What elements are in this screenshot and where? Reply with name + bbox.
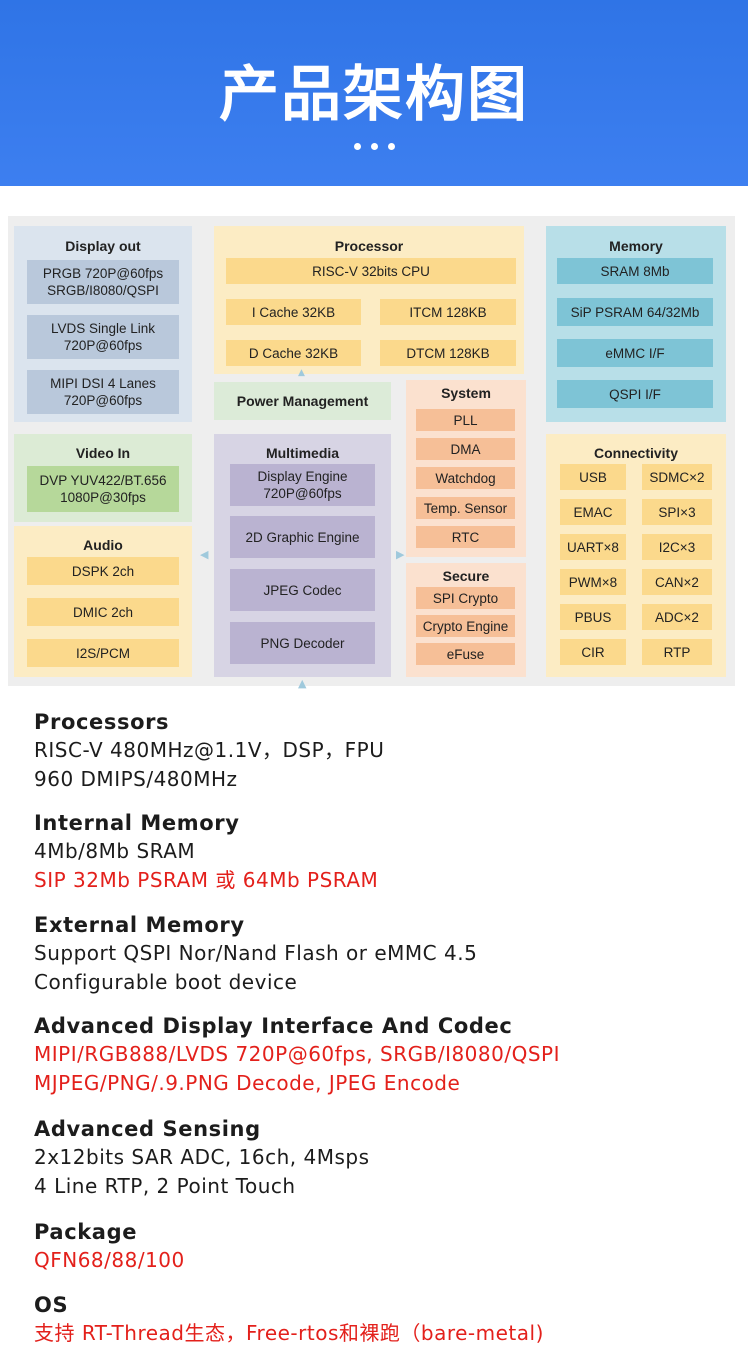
audio-item: I2S/PCM	[27, 639, 179, 667]
video-in-item: DVP YUV422/BT.656 1080P@30fps	[27, 466, 179, 512]
secure-item: SPI Crypto	[416, 587, 515, 609]
spec-line: Configurable boot device	[34, 970, 298, 994]
spec-section-internal-memory: Internal Memory 4Mb/8Mb SRAM SIP 32Mb PS…	[34, 809, 734, 895]
connectivity-item: RTP	[642, 639, 712, 665]
system-item: Watchdog	[416, 467, 515, 489]
connectivity-title: Connectivity	[593, 445, 678, 461]
connectivity-block: Connectivity USB SDMC×2 EMAC SPI×3 UART×…	[546, 434, 726, 677]
itcm-box: ITCM 128KB	[380, 299, 516, 325]
audio-title: Audio	[83, 537, 123, 553]
memory-item: QSPI I/F	[557, 380, 713, 408]
connectivity-item: SPI×3	[642, 499, 712, 525]
memory-item: eMMC I/F	[557, 339, 713, 367]
bus-arrow-icon: ▲	[298, 677, 307, 690]
memory-block: Memory SRAM 8Mb SiP PSRAM 64/32Mb eMMC I…	[546, 226, 726, 422]
video-in-block: Video In DVP YUV422/BT.656 1080P@30fps	[14, 434, 192, 522]
spec-section-external-memory: External Memory Support QSPI Nor/Nand Fl…	[34, 911, 734, 997]
system-item: Temp. Sensor	[416, 497, 515, 519]
spec-line: Support QSPI Nor/Nand Flash or eMMC 4.5	[34, 941, 478, 965]
spec-line: 4Mb/8Mb SRAM	[34, 839, 196, 863]
connectivity-item: CAN×2	[642, 569, 712, 595]
spec-line-highlight: 支持 RT-Thread生态，Free-rtos和裸跑（bare-metal)	[34, 1321, 544, 1345]
spec-section-processors: Processors RISC-V 480MHz@1.1V，DSP，FPU 96…	[34, 708, 734, 794]
display-out-block: Display out PRGB 720P@60fps SRGB/I8080/Q…	[14, 226, 192, 422]
power-management-block: Power Management	[214, 382, 391, 420]
audio-item: DSPK 2ch	[27, 557, 179, 585]
spec-heading: Internal Memory	[34, 811, 240, 835]
spec-line-highlight: MIPI/RGB888/LVDS 720P@60fps, SRGB/I8080/…	[34, 1042, 560, 1066]
spec-section-display-codec: Advanced Display Interface And Codec MIP…	[34, 1012, 734, 1098]
dcache-box: D Cache 32KB	[226, 340, 361, 366]
multimedia-item: PNG Decoder	[230, 622, 375, 664]
spec-section-package: Package QFN68/88/100	[34, 1218, 734, 1275]
system-item: RTC	[416, 526, 515, 548]
spec-heading: OS	[34, 1293, 69, 1317]
memory-item: SiP PSRAM 64/32Mb	[557, 298, 713, 326]
system-block: System PLL DMA Watchdog Temp. Sensor RTC	[406, 380, 526, 557]
spec-line-highlight: MJPEG/PNG/.9.PNG Decode, JPEG Encode	[34, 1071, 461, 1095]
connectivity-item: UART×8	[560, 534, 626, 560]
processor-block: Processor RISC-V 32bits CPU I Cache 32KB…	[214, 226, 524, 374]
spec-heading: Package	[34, 1220, 138, 1244]
spec-line: 4 Line RTP, 2 Point Touch	[34, 1174, 296, 1198]
secure-item: Crypto Engine	[416, 615, 515, 637]
connectivity-item: ADC×2	[642, 604, 712, 630]
connectivity-item: SDMC×2	[642, 464, 712, 490]
processor-title: Processor	[334, 238, 404, 254]
spec-heading: Advanced Sensing	[34, 1117, 261, 1141]
secure-block: Secure SPI Crypto Crypto Engine eFuse	[406, 563, 526, 677]
video-in-title: Video In	[75, 445, 131, 461]
bus-arrow-icon: ▶	[396, 548, 405, 561]
system-title: System	[441, 385, 491, 401]
decorative-dots	[0, 135, 748, 154]
connectivity-item: USB	[560, 464, 626, 490]
spec-line-highlight: QFN68/88/100	[34, 1248, 185, 1272]
header-banner: 产品架构图	[0, 0, 748, 186]
spec-line: 960 DMIPS/480MHz	[34, 767, 238, 791]
spec-heading: Processors	[34, 710, 170, 734]
audio-block: Audio DSPK 2ch DMIC 2ch I2S/PCM	[14, 526, 192, 677]
page-title: 产品架构图	[219, 60, 529, 130]
multimedia-block: Multimedia Display Engine 720P@60fps 2D …	[214, 434, 391, 677]
audio-item: DMIC 2ch	[27, 598, 179, 626]
connectivity-item: EMAC	[560, 499, 626, 525]
secure-title: Secure	[442, 568, 490, 584]
memory-item: SRAM 8Mb	[557, 258, 713, 284]
connectivity-item: CIR	[560, 639, 626, 665]
spec-heading: External Memory	[34, 913, 245, 937]
display-out-title: Display out	[65, 238, 141, 254]
multimedia-item: Display Engine 720P@60fps	[230, 464, 375, 506]
dtcm-box: DTCM 128KB	[380, 340, 516, 366]
spec-line: 2x12bits SAR ADC, 16ch, 4Msps	[34, 1145, 370, 1169]
multimedia-item: 2D Graphic Engine	[230, 516, 375, 558]
spec-section-sensing: Advanced Sensing 2x12bits SAR ADC, 16ch,…	[34, 1115, 734, 1201]
secure-item: eFuse	[416, 643, 515, 665]
bus-arrow-icon: ◀	[200, 548, 209, 561]
cpu-box: RISC-V 32bits CPU	[226, 258, 516, 284]
bus-arrow-icon: ▲	[298, 368, 305, 378]
spec-line-highlight: SIP 32Mb PSRAM 或 64Mb PSRAM	[34, 868, 379, 892]
memory-title: Memory	[609, 238, 663, 254]
system-item: DMA	[416, 438, 515, 460]
spec-heading: Advanced Display Interface And Codec	[34, 1014, 513, 1038]
display-out-item: PRGB 720P@60fps SRGB/I8080/QSPI	[27, 260, 179, 304]
connectivity-item: I2C×3	[642, 534, 712, 560]
display-out-item: MIPI DSI 4 Lanes 720P@60fps	[27, 370, 179, 414]
system-item: PLL	[416, 409, 515, 431]
connectivity-item: PWM×8	[560, 569, 626, 595]
icache-box: I Cache 32KB	[226, 299, 361, 325]
spec-section-os: OS 支持 RT-Thread生态，Free-rtos和裸跑（bare-meta…	[34, 1291, 734, 1348]
spec-line: RISC-V 480MHz@1.1V，DSP，FPU	[34, 738, 385, 762]
display-out-item: LVDS Single Link 720P@60fps	[27, 315, 179, 359]
multimedia-title: Multimedia	[265, 445, 340, 461]
multimedia-item: JPEG Codec	[230, 569, 375, 611]
architecture-diagram: Display out PRGB 720P@60fps SRGB/I8080/Q…	[8, 216, 735, 690]
connectivity-item: PBUS	[560, 604, 626, 630]
